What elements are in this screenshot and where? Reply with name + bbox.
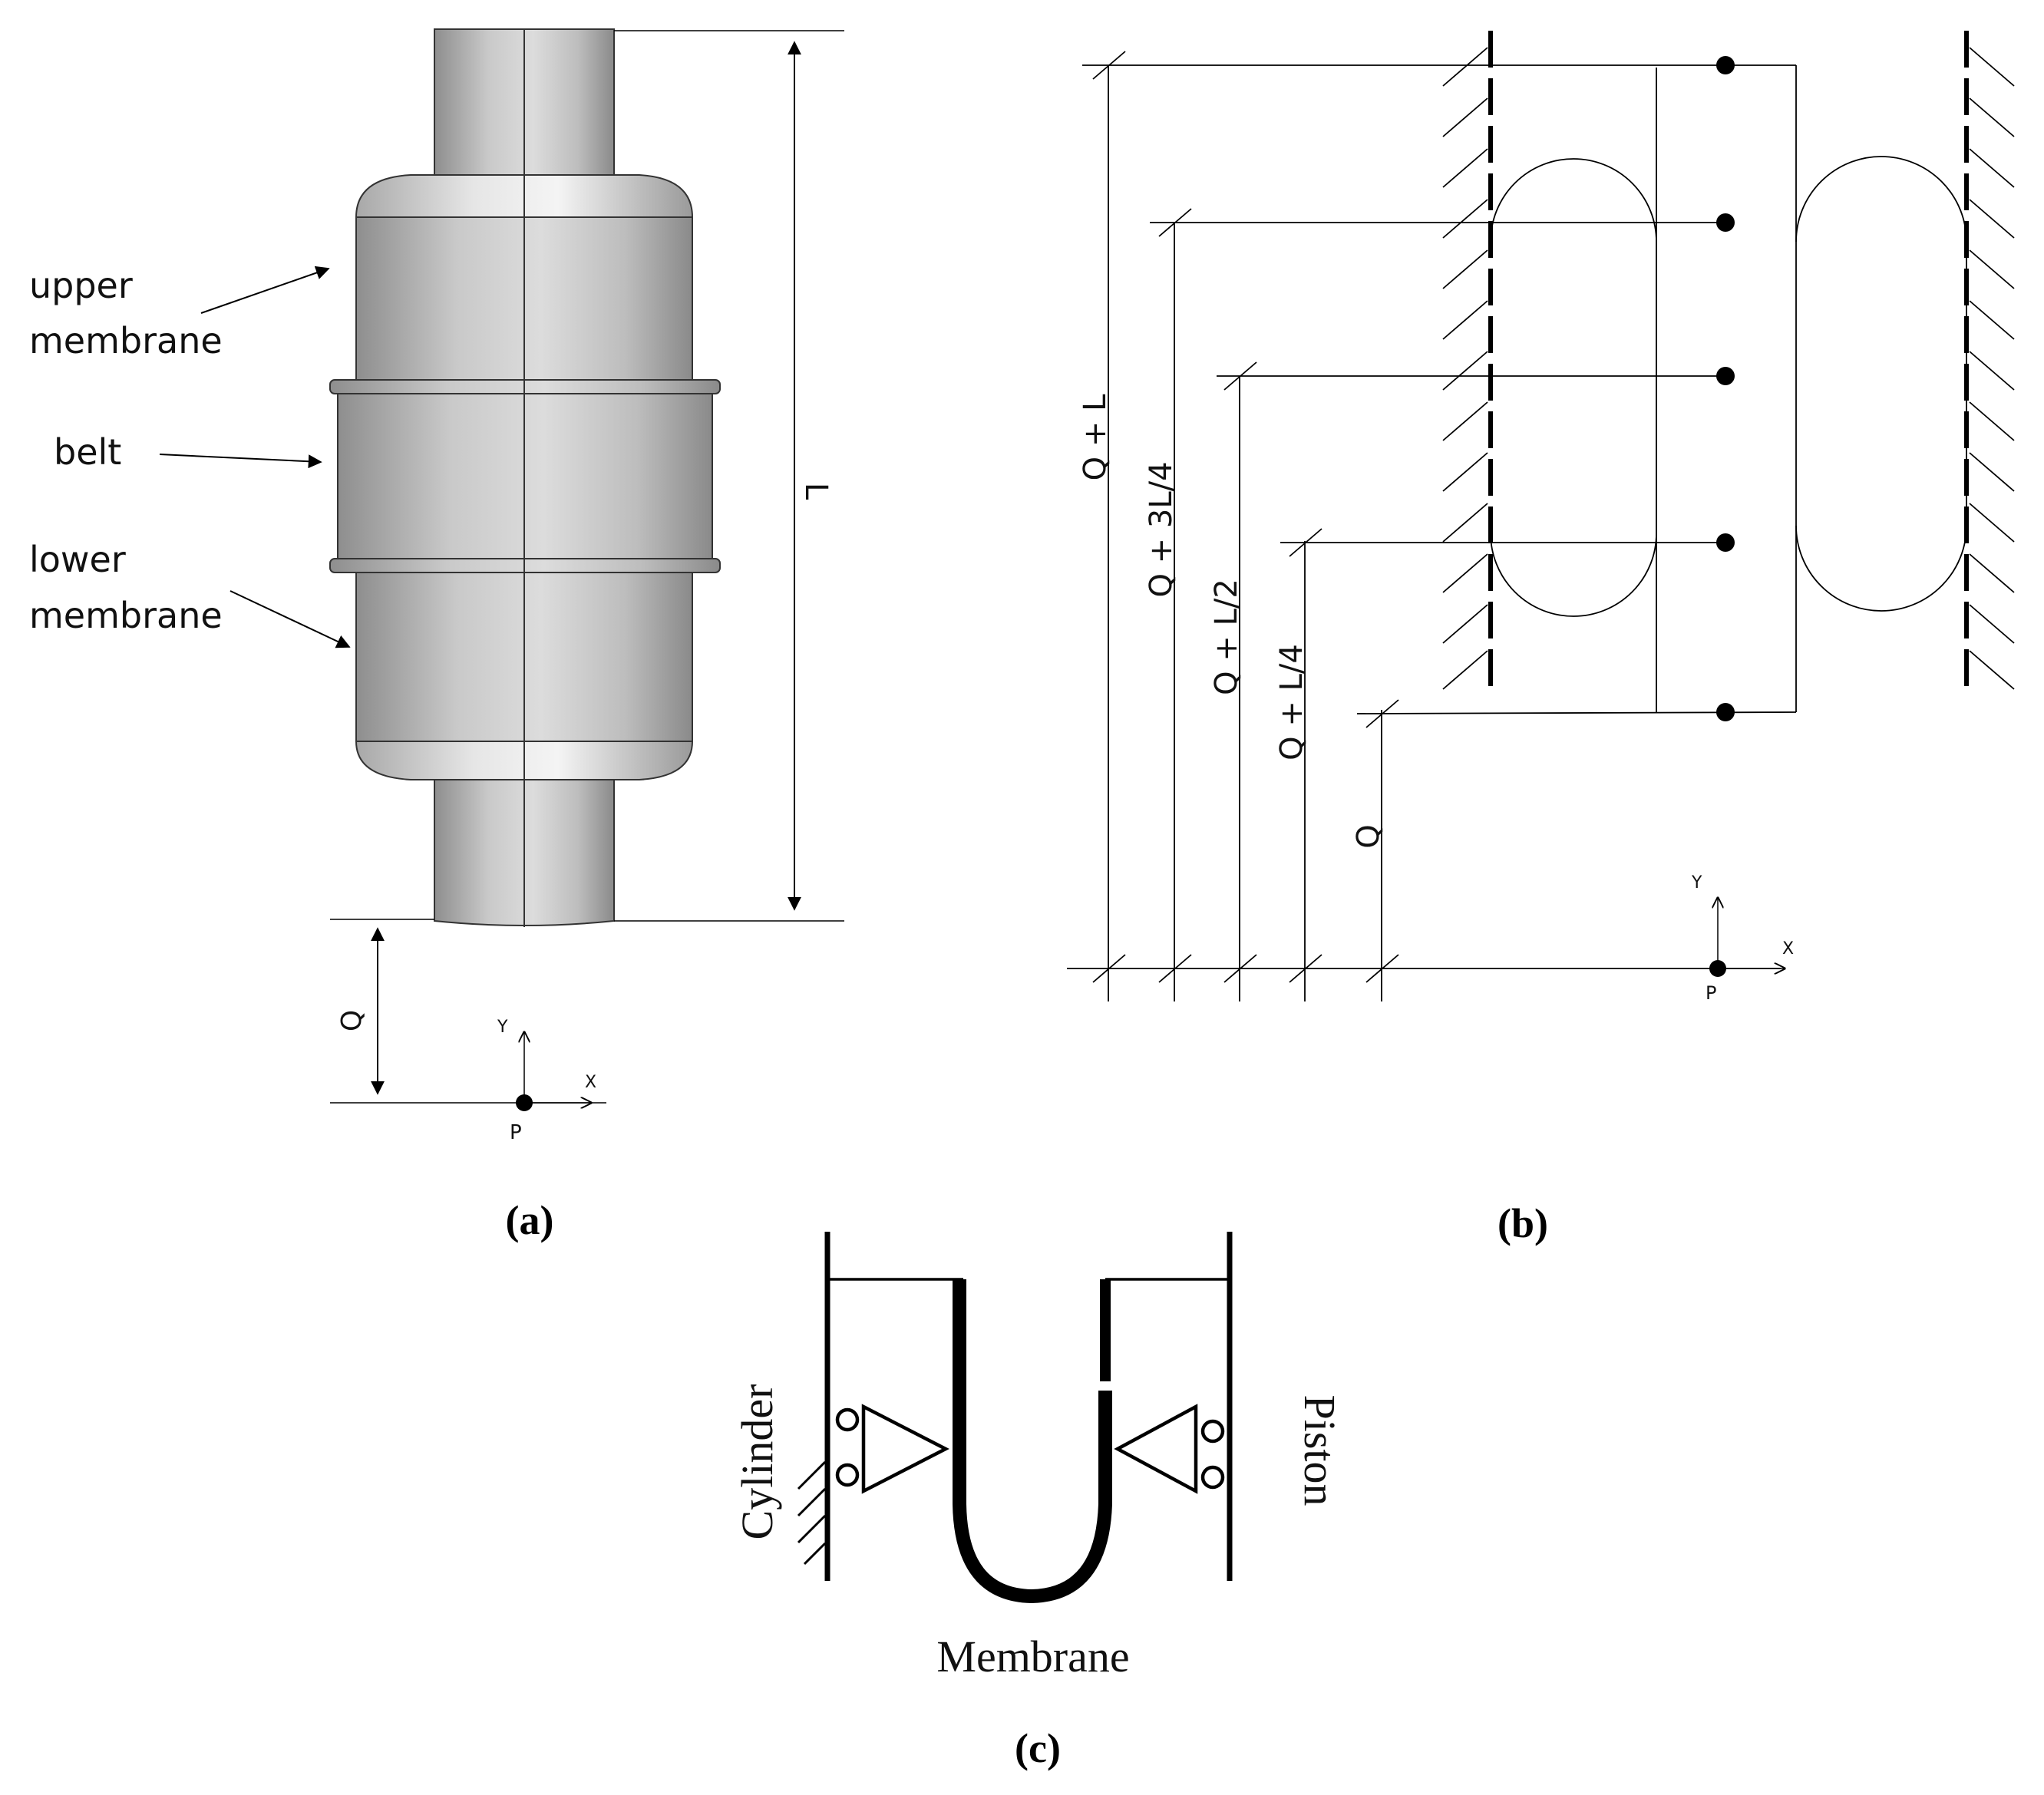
baseline-ticks [1092, 954, 1399, 983]
lower-membrane-label-1: lower [29, 539, 126, 580]
label-q-plus-l: Q + L [1078, 394, 1113, 480]
x-axis-label: X [585, 1073, 596, 1092]
upper-membrane-arrow [200, 266, 330, 314]
panel-a: upper membrane belt lower membrane L Q Y… [29, 28, 844, 1243]
panel-b-labels: Q + L Q + 3L/4 Q + L/2 Q + L/4 Q Y X P (… [1078, 394, 1794, 1246]
label-q-plus-3l4: Q + 3L/4 [1144, 461, 1179, 597]
upper-membrane-label-1: upper [29, 265, 133, 306]
label-q-plus-l2: Q + L/2 [1209, 579, 1244, 695]
cylinder-ground-hatch [797, 1460, 827, 1566]
panel-b [1067, 31, 2015, 1001]
outer-membrane-loop [1795, 156, 1967, 612]
piston-roller-bottom [1200, 1465, 1225, 1490]
caption-b: (b) [1498, 1200, 1548, 1246]
b-x-axis-label: X [1782, 939, 1794, 959]
upper-membrane-label-2: membrane [29, 320, 223, 361]
membrane-label: Membrane [936, 1632, 1129, 1681]
inner-membrane-loop [1490, 158, 1657, 617]
top-ticks [1092, 51, 1399, 728]
label-q: Q [1351, 824, 1386, 848]
b-origin-label: P [1706, 982, 1716, 1004]
cylinder-label: Cylinder [732, 1384, 782, 1540]
caption-c: (c) [1015, 1725, 1061, 1771]
y-axis-label: Y [497, 1018, 508, 1037]
b-origin-point [1709, 960, 1726, 977]
caption-a: (a) [506, 1197, 554, 1243]
belt-arrow [159, 454, 322, 469]
cylinder-roller-bottom [835, 1463, 860, 1487]
piston-label: Piston [1295, 1394, 1345, 1506]
panel-c-labels: Cylinder Piston Membrane (c) [732, 1384, 1345, 1771]
cylinder-roller-top [835, 1407, 860, 1432]
panel-c [797, 1232, 1233, 1604]
piston-roller-support [1114, 1404, 1198, 1494]
offset-label: Q [336, 1010, 368, 1031]
b-y-axis-label: Y [1691, 873, 1702, 893]
lower-membrane-arrow [229, 590, 351, 648]
wall-hatching-right [1969, 47, 2015, 690]
origin-label: P [510, 1121, 522, 1144]
label-q-plus-l4: Q + L/4 [1274, 644, 1309, 761]
cylinder-roller-support [861, 1404, 949, 1494]
piston-roller-top [1200, 1419, 1225, 1444]
origin-point [516, 1094, 533, 1111]
wall-hatching-left [1442, 47, 1488, 690]
length-label: L [798, 483, 834, 500]
lower-membrane-label-2: membrane [29, 595, 223, 636]
belt-label: belt [54, 431, 121, 473]
membrane-nodes [1716, 56, 1735, 721]
membrane-u-shape [953, 1279, 1112, 1604]
